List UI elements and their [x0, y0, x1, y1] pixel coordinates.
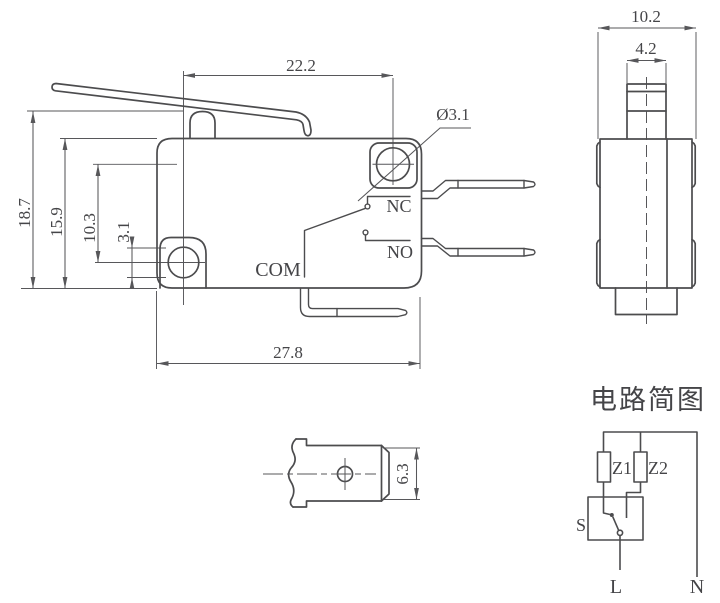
front-view: 22.2 18.7 15.9 10.3 3.1 Ø3.1 27.8 NC NO …	[15, 56, 536, 369]
dim-tab-width: 6.3	[393, 463, 412, 484]
plunger	[189, 110, 216, 139]
lever-arm	[51, 82, 312, 137]
circuit-wires	[602, 431, 698, 577]
dim-overall-width: 10.2	[631, 7, 661, 26]
terminal-pin-nc	[420, 179, 536, 200]
switch-contact	[609, 513, 624, 537]
terminal-detail-view: 6.3	[263, 438, 420, 508]
dim-hole-diameter-small: 3.1	[114, 221, 133, 242]
dim-hole-spacing-horizontal: 22.2	[286, 56, 316, 75]
side-view: 10.2 4.2	[595, 7, 697, 324]
terminal-pin-no	[420, 237, 536, 257]
terminal-tab-outline	[287, 438, 390, 508]
internal-contacts	[303, 195, 411, 278]
switch-body	[156, 137, 423, 289]
z2-label: Z2	[648, 458, 668, 478]
dim-hole-spacing-vertical: 10.3	[80, 213, 99, 243]
dim-body-width: 27.8	[273, 343, 303, 362]
mounting-hole-bottom-left	[159, 236, 207, 289]
circuit-diagram: 电路简图 Z1 Z2 S L N	[576, 385, 706, 598]
hole-diameter-callout: Ø3.1	[436, 105, 470, 124]
side-bottom-terminal	[614, 287, 678, 316]
mounting-hole-top-right	[369, 142, 418, 189]
dim-body-height: 15.9	[47, 207, 66, 237]
neutral-label: N	[690, 576, 704, 598]
live-label: L	[610, 576, 622, 598]
side-body	[595, 138, 697, 289]
side-dimension-lines	[598, 25, 696, 63]
circuit-title: 电路简图	[590, 385, 706, 415]
no-label: NO	[387, 242, 413, 262]
dim-total-height: 18.7	[15, 198, 34, 228]
side-extension-lines	[597, 32, 697, 139]
z1-label: Z1	[612, 458, 632, 478]
nc-label: NC	[386, 196, 411, 216]
com-label: COM	[255, 259, 301, 281]
switch-label: S	[576, 515, 586, 535]
front-dimension-lines	[30, 73, 471, 366]
resistor-z2	[633, 451, 648, 483]
switch-box	[587, 496, 644, 541]
terminal-detail-dimension	[384, 447, 420, 500]
terminal-tab-hole	[263, 458, 376, 490]
dim-button-width: 4.2	[635, 39, 656, 58]
terminal-pin-com	[299, 288, 408, 318]
side-button	[626, 83, 667, 140]
resistor-z1	[596, 451, 612, 483]
